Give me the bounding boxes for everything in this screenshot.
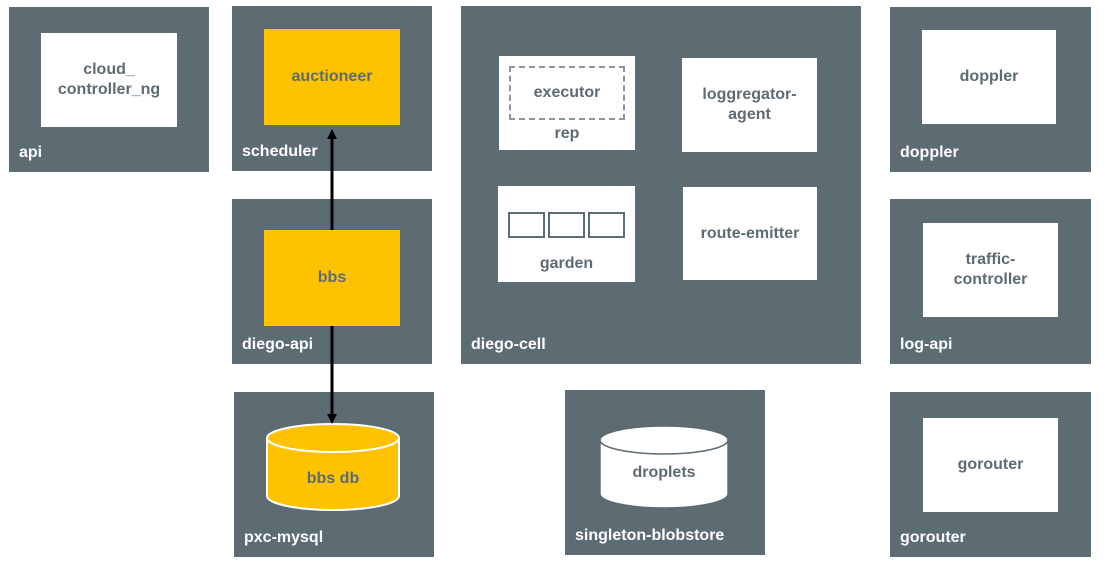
droplets-label: droplets (632, 464, 696, 481)
executor-component: executor (509, 66, 625, 120)
vm-label-diego-api: diego-api (242, 336, 314, 353)
garden-component: garden (498, 186, 635, 282)
vm-label-gorouter: gorouter (900, 529, 966, 546)
gorouter-component: gorouter (923, 418, 1058, 512)
vm-pxc-mysql: bbs db pxc-mysql (234, 392, 434, 557)
vm-label-scheduler: scheduler (242, 143, 318, 160)
route-emitter-component: route-emitter (683, 187, 817, 280)
cloud-controller-ng-component: cloud_ controller_ng (41, 33, 177, 127)
vm-diego-cell: executor rep loggregator- agent garden r… (461, 6, 861, 364)
traffic-controller-component: traffic- controller (923, 223, 1058, 317)
vm-api: cloud_ controller_ng api (9, 7, 209, 172)
vm-diego-api: bbs diego-api (232, 199, 432, 364)
vm-label-doppler: doppler (900, 144, 959, 161)
vm-singleton-blobstore: droplets singleton-blobstore (565, 390, 765, 555)
vm-label-diego-cell: diego-cell (471, 336, 546, 353)
droplets-cylinder-icon (599, 425, 729, 509)
bbs-component: bbs (264, 230, 400, 326)
bbs-db-cylinder-icon (266, 423, 400, 511)
loggregator-agent-component: loggregator- agent (682, 58, 817, 152)
doppler-component: doppler (922, 30, 1056, 124)
vm-label-log-api: log-api (900, 336, 953, 353)
vm-log-api: traffic- controller log-api (890, 199, 1091, 364)
auctioneer-component: auctioneer (264, 29, 400, 125)
container-icon (508, 212, 545, 238)
vm-label-singleton-blobstore: singleton-blobstore (575, 527, 725, 544)
container-icon (548, 212, 585, 238)
vm-gorouter: gorouter gorouter (890, 392, 1091, 557)
rep-label: rep (554, 125, 580, 142)
garden-label: garden (539, 255, 594, 272)
vm-label-api: api (19, 144, 43, 161)
rep-component: executor rep (499, 56, 635, 150)
bbs-db-label: bbs db (306, 470, 360, 487)
vm-doppler: doppler doppler (890, 7, 1091, 172)
vm-scheduler: auctioneer scheduler (232, 6, 432, 171)
vm-label-pxc-mysql: pxc-mysql (244, 529, 324, 546)
container-icon (588, 212, 625, 238)
